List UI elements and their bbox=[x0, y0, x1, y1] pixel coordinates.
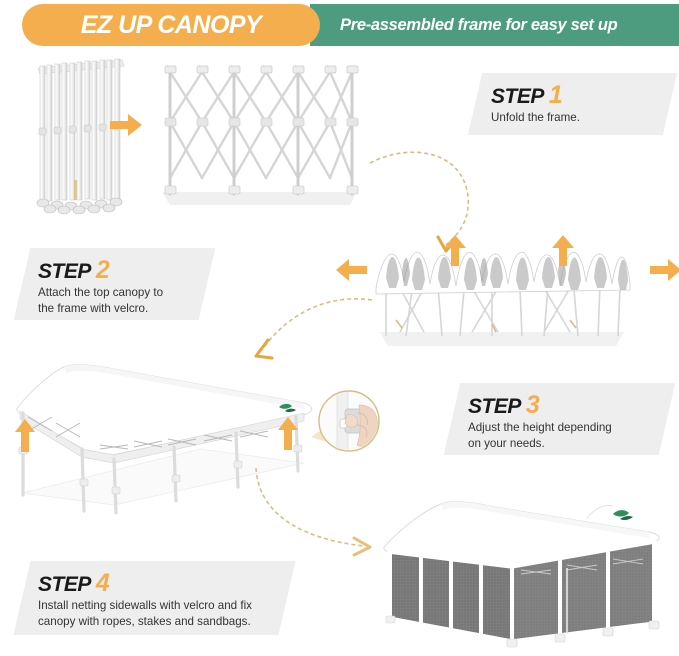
expand-up-arrow-right-icon bbox=[551, 234, 575, 273]
flow-connector-2 bbox=[254, 298, 373, 360]
canopy-on-frame-illustration bbox=[372, 228, 634, 350]
height-adjust-detail-inset bbox=[303, 385, 383, 463]
step-2-description: Attach the top canopy to the frame with … bbox=[38, 286, 164, 315]
step-4-number: 4 bbox=[95, 569, 110, 597]
step-1-number: 1 bbox=[548, 81, 563, 109]
expand-right-arrow-icon bbox=[648, 258, 679, 287]
header-brand-pill: EZ UP CANOPY bbox=[22, 4, 320, 46]
transform-arrow-right-icon bbox=[108, 112, 144, 143]
unfolded-frame-illustration bbox=[152, 60, 367, 210]
header-tagline-text: Pre-assembled frame for easy set up bbox=[340, 15, 618, 34]
step-3-description: Adjust the height depending on your need… bbox=[468, 421, 612, 450]
expand-up-arrow-left-icon bbox=[443, 234, 467, 273]
step-3-number: 3 bbox=[525, 391, 540, 419]
raise-leg-arrow-right-icon bbox=[277, 416, 299, 457]
step-2-number: 2 bbox=[95, 256, 110, 284]
step-1-label: STEP bbox=[491, 85, 544, 108]
netting-canopy-illustration bbox=[355, 476, 675, 656]
netting-canopy-brand-logo-icon bbox=[613, 510, 633, 521]
step-1-description: Unfold the frame. bbox=[491, 111, 580, 125]
expand-left-arrow-icon bbox=[335, 258, 369, 287]
step-4-description: Install netting sidewalls with velcro an… bbox=[38, 599, 252, 628]
flow-connector-3 bbox=[255, 467, 372, 557]
step-4-label: STEP bbox=[38, 573, 91, 596]
step-2-label: STEP bbox=[38, 260, 91, 283]
raise-leg-arrow-left-icon bbox=[14, 418, 36, 459]
assembled-canopy-illustration bbox=[4, 345, 324, 515]
step-3-label: STEP bbox=[468, 395, 521, 418]
header-band: Pre-assembled frame for easy set up EZ U… bbox=[0, 4, 679, 46]
canopy-brand-logo-icon bbox=[279, 403, 296, 413]
header-brand-text: EZ UP CANOPY bbox=[80, 10, 262, 39]
header-tagline-banner: Pre-assembled frame for easy set up bbox=[310, 4, 679, 46]
folded-frame-illustration bbox=[24, 56, 139, 216]
